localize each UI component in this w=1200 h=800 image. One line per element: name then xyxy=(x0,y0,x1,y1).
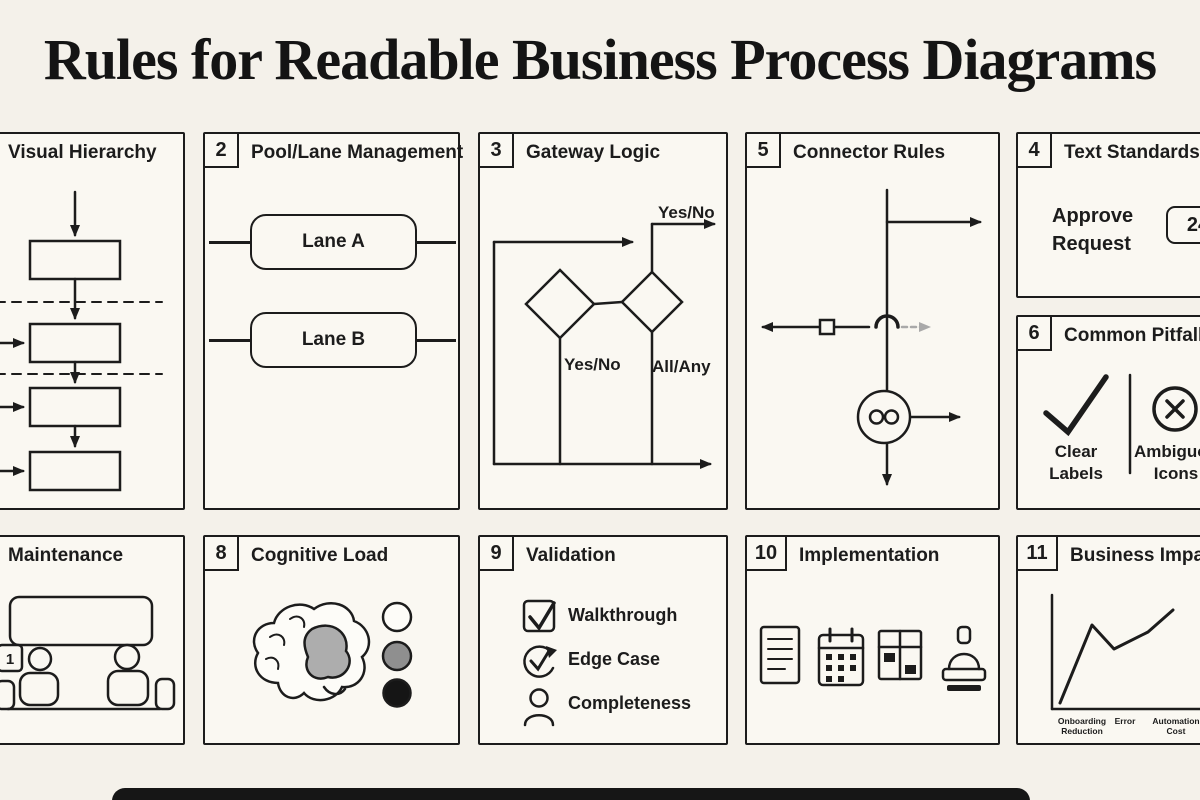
impact-line-chart xyxy=(1050,593,1200,711)
load-level-low-circle xyxy=(381,601,413,633)
table-grid-icon xyxy=(877,629,923,681)
panel-pool-lane-number: 2 xyxy=(205,134,239,168)
maintenance-screen-tag: 1 xyxy=(6,651,14,668)
panel-pool-lane-title: Pool/Lane Management xyxy=(251,142,464,163)
panel-cognitive-load: 8 Cognitive Load xyxy=(203,535,460,745)
lane-b-line-left xyxy=(209,339,250,342)
panel-cognitive-number: 8 xyxy=(205,537,239,571)
lane-b-shape: Lane B xyxy=(250,312,417,368)
panel-connector-rules: 5 Connector Rules xyxy=(745,132,1000,510)
panel-implementation-title: Implementation xyxy=(799,545,940,566)
validation-icons xyxy=(522,599,557,727)
connector-diagram-illustration xyxy=(761,188,982,486)
panel-text-standards-title: Text Standards xyxy=(1064,142,1200,163)
gateway-right-label: All/Any xyxy=(652,357,711,376)
checkmark-icon xyxy=(1043,374,1109,437)
pitfall-good-label: Clear Labels xyxy=(1049,442,1103,484)
validation-item-completeness: Completeness xyxy=(568,693,692,713)
panel-pitfalls-title: Common Pitfalls xyxy=(1064,325,1200,346)
text-standards-sample: Approve Request xyxy=(1052,205,1134,255)
lane-b-line-right xyxy=(417,339,456,342)
panel-implementation: 10 Implementation xyxy=(745,535,1000,745)
panel-implementation-number: 10 xyxy=(747,537,787,571)
cycle-check-icon xyxy=(523,645,555,678)
stamp-icon xyxy=(941,625,987,691)
panel-business-impact: 11 Business Impact Onboarding Reduction … xyxy=(1016,535,1200,745)
panel-cognitive-title: Cognitive Load xyxy=(251,545,389,566)
panel-text-standards-number: 4 xyxy=(1018,134,1052,168)
crossed-circle-icon xyxy=(1152,386,1198,432)
panel-maintenance: Maintenance 1 xyxy=(0,535,185,745)
lane-b-label: Lane B xyxy=(301,329,366,350)
font-size-badge: 24 xyxy=(1166,206,1200,244)
panel-visual-hierarchy: Visual Hierarchy xyxy=(0,132,185,510)
panel-gateway-title: Gateway Logic xyxy=(526,142,661,163)
panel-common-pitfalls: 6 Common Pitfalls Clear Labels Ambiguous… xyxy=(1016,315,1200,510)
pitfalls-icons-illustration xyxy=(1043,373,1198,475)
panel-impact-number: 11 xyxy=(1018,537,1058,571)
lane-a-line-left xyxy=(209,241,250,244)
panel-gateway-number: 3 xyxy=(480,134,514,168)
pitfall-bad-label: Ambiguous Icons xyxy=(1134,442,1200,484)
load-level-high-circle xyxy=(382,678,412,708)
validation-item-walkthrough: Walkthrough xyxy=(568,605,678,625)
panel-validation-number: 9 xyxy=(480,537,514,571)
load-level-medium-circle xyxy=(381,640,413,672)
brain-illustration xyxy=(252,601,413,708)
flowchart-hierarchy-illustration xyxy=(0,190,163,492)
validation-item-edge-case: Edge Case xyxy=(568,649,661,669)
panel-impact-title: Business Impact xyxy=(1070,545,1200,566)
panel-gateway-logic: 3 Gateway Logic Yes/No Yes/No All/Any xyxy=(478,132,728,510)
panel-pool-lane: 2 Pool/Lane Management Lane A Lane B xyxy=(203,132,464,510)
panel-text-standards: 4 Text Standards Approve Request 24 xyxy=(1016,132,1200,298)
panel-maintenance-title: Maintenance xyxy=(8,545,124,566)
implementation-icons xyxy=(759,625,987,691)
bottom-bar xyxy=(112,788,1030,800)
lane-a-line-right xyxy=(417,241,456,244)
lane-a-shape: Lane A xyxy=(250,214,417,270)
impact-axis-label-3: Automation Cost xyxy=(1152,716,1200,736)
calendar-icon xyxy=(817,627,865,687)
checked-checkbox-icon xyxy=(522,599,556,633)
impact-axis-label-2: Error xyxy=(1114,716,1136,726)
panel-pitfalls-number: 6 xyxy=(1018,317,1052,351)
gateway-top-label: Yes/No xyxy=(658,203,715,222)
panel-connector-title: Connector Rules xyxy=(793,142,946,163)
panel-validation: 9 Validation Walkthrough Edge Case Compl… xyxy=(478,535,728,745)
gateway-left-label: Yes/No xyxy=(564,355,621,374)
document-icon xyxy=(759,625,801,685)
impact-axis-label-1: Onboarding Reduction xyxy=(1057,716,1107,736)
poster-title: Rules for Readable Business Process Diag… xyxy=(43,27,1157,92)
panel-visual-hierarchy-title: Visual Hierarchy xyxy=(8,142,157,163)
gateway-diagram-illustration: Yes/No Yes/No All/Any xyxy=(492,203,716,469)
panel-validation-title: Validation xyxy=(526,545,616,566)
person-icon xyxy=(529,688,549,708)
panel-connector-number: 5 xyxy=(747,134,781,168)
maintenance-meeting-illustration: 1 xyxy=(0,595,176,711)
lane-a-label: Lane A xyxy=(302,231,365,252)
